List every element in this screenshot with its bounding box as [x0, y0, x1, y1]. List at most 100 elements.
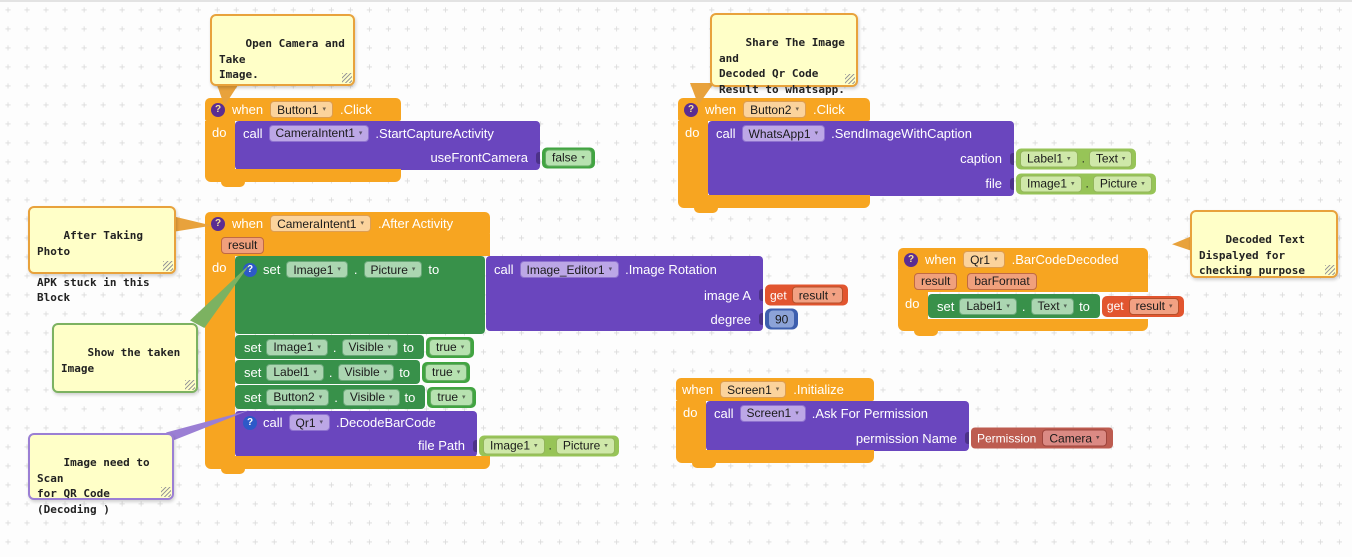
resize-grip-icon[interactable] — [185, 380, 195, 390]
property-dropdown[interactable]: Visible▾ — [337, 363, 395, 381]
do-keyword: do — [212, 260, 227, 275]
image1-picture-getter-block[interactable]: Image1▾ . Picture▾ — [479, 435, 619, 456]
get-result-block[interactable]: get result▾ — [1101, 295, 1185, 317]
component-dropdown[interactable]: Button1▾ — [270, 101, 333, 118]
component-dropdown[interactable]: Screen1▾ — [720, 381, 787, 398]
logic-true-block[interactable]: true▾ — [427, 386, 476, 408]
dropdown-label: true — [436, 340, 457, 354]
do-slot: do — [678, 121, 708, 196]
comment-open-camera[interactable]: Open Camera and Take Image. — [210, 14, 355, 86]
component-dropdown[interactable]: Qr1▾ — [963, 251, 1005, 268]
param-badge-result[interactable]: result — [221, 236, 265, 254]
component-dropdown[interactable]: Image_Editor1▾ — [519, 261, 620, 278]
component-dropdown[interactable]: CameraIntent1▾ — [270, 215, 371, 232]
component-dropdown[interactable]: Image1▾ — [1020, 175, 1082, 192]
call-askforpermission-block[interactable]: call Screen1▾ .Ask For Permission permis… — [706, 401, 1113, 451]
permission-camera-block[interactable]: Permission Camera▾ — [971, 427, 1113, 449]
when-cameraintent1-afteractivity-block[interactable]: ? when CameraIntent1▾ .After Activity re… — [205, 212, 848, 474]
dropdown-label: CameraIntent1 — [277, 216, 357, 231]
property-dropdown[interactable]: Picture▾ — [1092, 175, 1152, 192]
call-sendimagewithcaption-block[interactable]: call WhatsApp1▾ .SendImageWithCaption ca… — [708, 121, 1156, 196]
component-dropdown[interactable]: Qr1▾ — [288, 414, 331, 431]
permission-dropdown[interactable]: Camera▾ — [1042, 429, 1107, 447]
component-dropdown[interactable]: Image1▾ — [286, 261, 348, 278]
when-keyword: when — [232, 216, 264, 231]
dot-separator: . — [548, 438, 552, 453]
call-startcaptureactivity-block[interactable]: call CameraIntent1▾ .StartCaptureActivit… — [235, 121, 595, 170]
when-qr1-barcodedecoded-block[interactable]: ? when Qr1▾ .BarCodeDecoded result barFo… — [898, 248, 1185, 336]
component-dropdown[interactable]: CameraIntent1▾ — [268, 124, 370, 142]
help-icon[interactable]: ? — [211, 102, 225, 117]
logic-true-block[interactable]: true▾ — [422, 361, 471, 383]
dropdown-label: Image1 — [490, 438, 531, 453]
logic-dropdown[interactable]: true▾ — [430, 388, 473, 406]
property-dropdown[interactable]: Text▾ — [1030, 297, 1075, 315]
set-button2-visible-block[interactable]: set Button2▾ . Visible▾ to true▾ — [235, 385, 476, 409]
label1-text-getter-block[interactable]: Label1▾ . Text▾ — [1016, 148, 1137, 169]
property-dropdown[interactable]: Visible▾ — [341, 338, 399, 356]
call-imagerotation-block[interactable]: call Image_Editor1▾ .Image Rotation imag… — [486, 256, 848, 331]
set-keyword: set — [263, 262, 281, 277]
event-block-header[interactable]: ? when Button2▾ .Click — [678, 98, 870, 121]
set-label1-text-block[interactable]: set Label1▾ . Text▾ to get result▾ — [928, 294, 1185, 318]
comment-after-photo[interactable]: After Taking Photo APK stuck in this Blo… — [28, 206, 176, 304]
help-icon[interactable]: ? — [211, 216, 225, 231]
number-90-block[interactable]: 90 — [765, 308, 799, 330]
resize-grip-icon[interactable] — [342, 73, 352, 83]
number-value[interactable]: 90 — [769, 310, 795, 328]
to-keyword: to — [1079, 298, 1090, 314]
comment-share-whatsapp[interactable]: Share The Image and Decoded Qr Code Resu… — [710, 13, 858, 96]
param-badge-result[interactable]: result — [914, 272, 958, 290]
property-dropdown[interactable]: Text▾ — [1088, 150, 1133, 167]
variable-dropdown[interactable]: result▾ — [791, 286, 843, 304]
component-dropdown[interactable]: Image1▾ — [266, 338, 328, 356]
help-icon[interactable]: ? — [243, 415, 257, 430]
comment-show-image[interactable]: Show the taken Image — [52, 323, 198, 393]
to-keyword: to — [399, 364, 411, 380]
property-dropdown[interactable]: Picture▾ — [363, 261, 423, 278]
component-dropdown[interactable]: Label1▾ — [1020, 150, 1078, 167]
event-block-header[interactable]: ? when Button1▾ .Click — [205, 98, 401, 121]
variable-dropdown[interactable]: result▾ — [1128, 297, 1180, 315]
logic-dropdown[interactable]: false▾ — [545, 149, 592, 166]
set-label1-visible-block[interactable]: set Label1▾ . Visible▾ to true▾ — [235, 360, 471, 384]
component-dropdown[interactable]: Label1▾ — [959, 297, 1017, 315]
chevron-down-icon: ▾ — [608, 266, 613, 273]
comment-decoded-text[interactable]: Decoded Text Dispalyed for checking purp… — [1190, 210, 1338, 278]
component-dropdown[interactable]: Image1▾ — [483, 437, 545, 454]
help-icon[interactable]: ? — [684, 102, 698, 117]
when-button1-click-block[interactable]: ? when Button1▾ .Click do call CameraInt… — [205, 98, 595, 187]
property-dropdown[interactable]: Picture▾ — [555, 437, 615, 454]
comment-scan-qr[interactable]: Image need to Scan for QR Code (Decoding… — [28, 433, 174, 516]
event-block-header[interactable]: when Screen1▾ .Initialize — [676, 378, 874, 401]
resize-grip-icon[interactable] — [161, 487, 171, 497]
resize-grip-icon[interactable] — [845, 74, 855, 84]
set-image1-visible-block[interactable]: set Image1▾ . Visible▾ to true▾ — [235, 335, 475, 359]
property-dropdown[interactable]: Visible▾ — [342, 388, 400, 406]
event-block-footer — [898, 319, 1148, 336]
event-block-header[interactable]: ? when CameraIntent1▾ .After Activity — [205, 212, 490, 235]
logic-dropdown[interactable]: true▾ — [425, 363, 468, 381]
component-dropdown[interactable]: Button2▾ — [266, 388, 330, 406]
component-dropdown[interactable]: Label1▾ — [266, 363, 324, 381]
help-icon[interactable]: ? — [243, 262, 257, 277]
component-dropdown[interactable]: Screen1▾ — [739, 404, 806, 422]
get-result-block[interactable]: get result▾ — [765, 284, 848, 306]
help-icon[interactable]: ? — [904, 252, 918, 267]
resize-grip-icon[interactable] — [1325, 265, 1335, 275]
set-image1-picture-block[interactable]: ? set Image1▾ . Picture▾ to call Image_E… — [235, 256, 848, 334]
image1-picture-getter-block[interactable]: Image1▾ . Picture▾ — [1016, 173, 1156, 194]
component-dropdown[interactable]: WhatsApp1▾ — [741, 125, 826, 142]
logic-false-block[interactable]: false▾ — [542, 147, 595, 168]
event-block-header[interactable]: ? when Qr1▾ .BarCodeDecoded — [898, 248, 1148, 271]
logic-dropdown[interactable]: true▾ — [429, 338, 472, 356]
when-screen1-initialize-block[interactable]: when Screen1▾ .Initialize do call Screen… — [676, 378, 1113, 468]
component-dropdown[interactable]: Button2▾ — [743, 101, 806, 118]
call-decodebarcode-block[interactable]: ? call Qr1▾ .DecodeBarCode file Path Ima… — [235, 411, 619, 457]
logic-true-block[interactable]: true▾ — [426, 336, 475, 358]
param-badge-barformat[interactable]: barFormat — [967, 272, 1037, 290]
when-button2-click-block[interactable]: ? when Button2▾ .Click do call WhatsApp1… — [678, 98, 1156, 213]
dot-separator: . — [328, 364, 333, 380]
resize-grip-icon[interactable] — [163, 261, 173, 271]
